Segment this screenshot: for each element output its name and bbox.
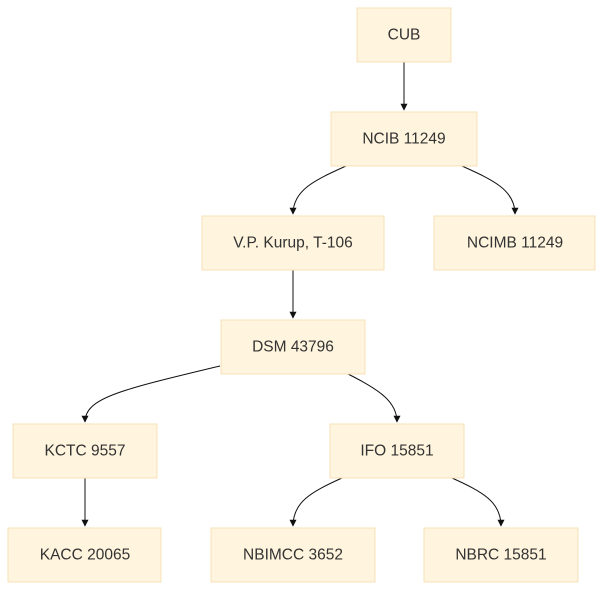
node-dsm-label: DSM 43796 — [252, 339, 334, 356]
node-nbimcc: NBIMCC 3652 — [210, 527, 376, 583]
node-ncib-label: NCIB 11249 — [362, 131, 445, 148]
node-cub: CUB — [356, 7, 452, 63]
edge-dsm-ifo — [347, 373, 401, 423]
node-nbrc-label: NBRC 15851 — [455, 547, 546, 564]
edges — [81, 62, 519, 527]
node-kctc: KCTC 9557 — [12, 423, 158, 479]
node-kacc: KACC 20065 — [7, 527, 162, 583]
edge-ifo-nbrc — [451, 477, 505, 527]
edge-ncib-kurup — [289, 165, 347, 215]
edge-ifo-nbimcc — [289, 477, 343, 527]
node-nbimcc-label: NBIMCC 3652 — [243, 547, 343, 564]
node-kurup: V.P. Kurup, T-106 — [201, 215, 385, 271]
node-kacc-label: KACC 20065 — [40, 547, 130, 564]
node-nbrc: NBRC 15851 — [423, 527, 579, 583]
node-ncib: NCIB 11249 — [330, 111, 478, 167]
node-ncimb-label: NCIMB 11249 — [467, 235, 563, 252]
edge-dsm-kctc — [81, 365, 221, 423]
node-kurup-label: V.P. Kurup, T-106 — [233, 235, 353, 252]
node-ifo-label: IFO 15851 — [360, 443, 433, 460]
node-ncimb: NCIMB 11249 — [433, 215, 596, 271]
node-dsm: DSM 43796 — [220, 319, 366, 375]
node-ifo: IFO 15851 — [329, 423, 465, 479]
edge-ncib-ncimb — [461, 165, 519, 215]
node-kctc-label: KCTC 9557 — [45, 443, 126, 460]
node-cub-label: CUB — [388, 27, 421, 44]
